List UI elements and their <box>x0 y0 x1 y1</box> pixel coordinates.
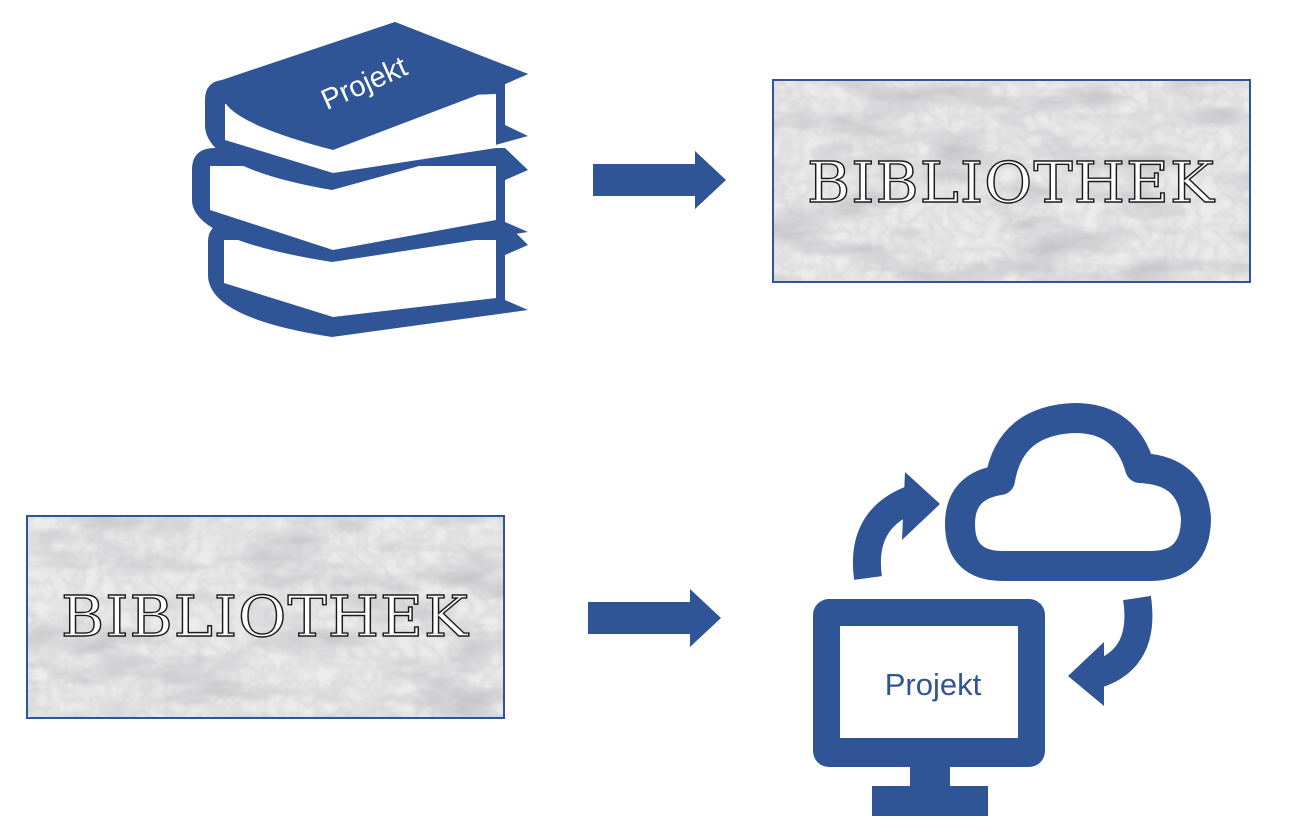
library-label: BIBLIOTHEK <box>61 585 469 650</box>
library-block-bottom: BIBLIOTHEK <box>26 515 505 719</box>
cloud-icon <box>945 403 1211 581</box>
sync-arrows-icon <box>853 472 1153 706</box>
monitor-icon: Projekt <box>813 599 1045 816</box>
library-block-top: BIBLIOTHEK <box>772 79 1251 283</box>
arrow-right-icon <box>588 589 721 647</box>
arrow-right-icon <box>593 151 726 209</box>
books-icon: Projekt <box>192 22 528 337</box>
monitor-label: Projekt <box>885 667 982 702</box>
library-label: BIBLIOTHEK <box>807 151 1215 216</box>
